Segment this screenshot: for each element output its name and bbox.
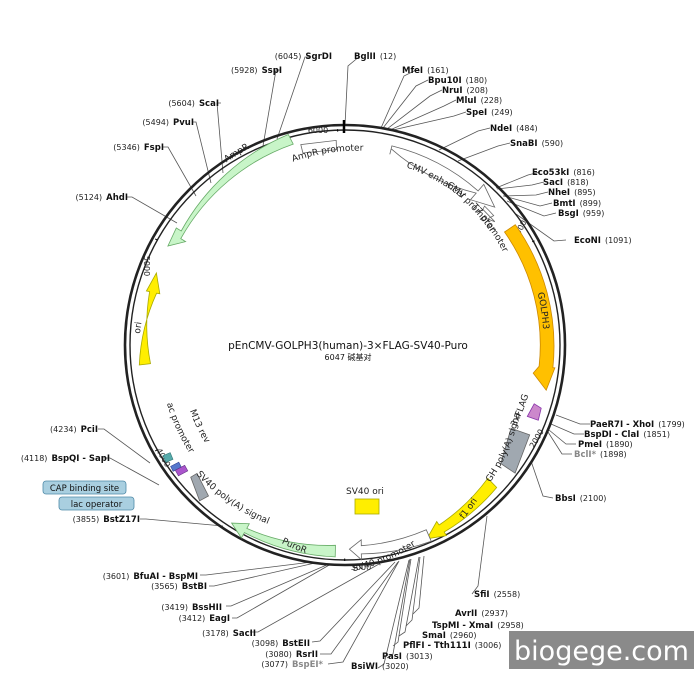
watermark-background bbox=[509, 631, 694, 669]
site-eagi[interactable]: (3412)EagI bbox=[179, 614, 230, 624]
site-smai[interactable]: SmaI(2960) bbox=[422, 631, 477, 641]
watermark-text: biogege.com bbox=[514, 636, 689, 667]
site-pflfi-tth111i[interactable]: PflFI - Tth111I(3006) bbox=[403, 641, 501, 651]
tick-mark-4000 bbox=[154, 449, 158, 452]
site-pcii[interactable]: (4234)PciI bbox=[50, 425, 98, 435]
site-bsgi[interactable]: BsgI(959) bbox=[558, 209, 604, 219]
svg-text:M13 rev: M13 rev bbox=[187, 408, 212, 445]
site-bcli[interactable]: BclI*(1898) bbox=[574, 450, 627, 460]
m13-rev-label: M13 rev bbox=[187, 408, 212, 445]
svg-text:T7 promoter: T7 promoter bbox=[469, 201, 510, 254]
bgh-polya-feature[interactable] bbox=[500, 427, 531, 474]
tick-label-3000: 3000 bbox=[351, 563, 371, 572]
svg-text:SV40 poly(A) signal: SV40 poly(A) signal bbox=[194, 469, 271, 526]
annotation-lines bbox=[98, 55, 590, 669]
tick-mark-1000 bbox=[532, 240, 535, 243]
site-sgrdi[interactable]: (6045)SgrDI bbox=[275, 52, 332, 62]
ampr-feature[interactable] bbox=[167, 133, 294, 247]
site-ahdi[interactable]: (5124)AhdI bbox=[76, 193, 129, 203]
ori-label: ori bbox=[133, 321, 144, 334]
ori-feature[interactable] bbox=[138, 271, 161, 366]
plasmid-name: pEnCMV-GOLPH3(human)-3×FLAG-SV40-Puro bbox=[228, 340, 468, 352]
golph3-feature[interactable] bbox=[503, 224, 556, 392]
site-bsshii[interactable]: (3419)BssHII bbox=[161, 603, 222, 613]
sv40-polya-feature[interactable] bbox=[190, 472, 210, 502]
site-nhei[interactable]: NheI(895) bbox=[548, 188, 596, 198]
features bbox=[138, 133, 556, 561]
site-pasi[interactable]: PasI(3013) bbox=[382, 652, 433, 662]
lac-operator-feature[interactable] bbox=[174, 464, 189, 477]
tick-mark-5000 bbox=[154, 238, 158, 241]
site-bbsi[interactable]: BbsI(2100) bbox=[555, 494, 606, 504]
t7-promoter-label: T7 promoter bbox=[469, 201, 510, 254]
site-mlui[interactable]: MluI(228) bbox=[456, 96, 502, 106]
site-spei[interactable]: SpeI(249) bbox=[466, 108, 513, 118]
tick-label-6000: 6000 bbox=[308, 126, 328, 135]
site-bstz17i[interactable]: (3855)BstZ17I bbox=[73, 515, 140, 525]
3xflag-feature[interactable] bbox=[526, 403, 542, 421]
site-fspi[interactable]: (5346)FspI bbox=[113, 143, 164, 153]
puror-feature[interactable] bbox=[230, 522, 336, 558]
lac-operator-label: lac operator bbox=[71, 500, 123, 510]
sv40-ori-feature[interactable] bbox=[354, 498, 380, 515]
site-bpu10i[interactable]: Bpu10I(180) bbox=[428, 76, 487, 86]
sv40-promoter-feature[interactable] bbox=[348, 529, 432, 561]
site-bglii[interactable]: BglII(12) bbox=[354, 52, 396, 62]
site-avrii[interactable]: AvrII(2937) bbox=[455, 609, 508, 619]
site-sacii[interactable]: (3178)SacII bbox=[202, 629, 256, 639]
f1-ori-feature[interactable] bbox=[426, 477, 498, 540]
site-bspdi-clai[interactable]: BspDI - ClaI(1851) bbox=[584, 430, 670, 440]
lac-promoter-feature[interactable] bbox=[162, 452, 174, 463]
svg-text:ori: ori bbox=[133, 321, 144, 334]
site-bfuai-bspmi[interactable]: (3601)BfuAI - BspMI bbox=[103, 572, 198, 582]
site-sfii[interactable]: SfiI(2558) bbox=[474, 590, 520, 600]
site-bmti[interactable]: BmtI(899) bbox=[553, 199, 601, 209]
site-tspmi-xmai[interactable]: TspMI - XmaI(2958) bbox=[432, 621, 524, 631]
cmv-enhancer-feature[interactable] bbox=[389, 145, 496, 208]
t7-promoter-feature[interactable] bbox=[482, 205, 496, 223]
site-snabi[interactable]: SnaBI(590) bbox=[510, 139, 563, 149]
site-bsiwi[interactable]: BsiWI(3020) bbox=[351, 662, 409, 672]
ampr-promoter-feature[interactable] bbox=[300, 139, 337, 154]
site-bspqi-sapi[interactable]: (4118)BspQI - SapI bbox=[21, 454, 110, 464]
legend-boxes: CAP binding site lac operator bbox=[42, 480, 135, 511]
plasmid-title-block: pEnCMV-GOLPH3(human)-3×FLAG-SV40-Puro 60… bbox=[228, 340, 468, 362]
site-bsteii[interactable]: (3098)BstEII bbox=[252, 639, 310, 649]
lac-promoter-label: lac promoter bbox=[0, 0, 196, 455]
site-econi[interactable]: EcoNI(1091) bbox=[574, 236, 632, 246]
plasmid-size: 6047 碱基对 bbox=[325, 352, 372, 362]
site-eco53ki[interactable]: Eco53kI(816) bbox=[532, 168, 595, 178]
site-nrui[interactable]: NruI(208) bbox=[442, 86, 488, 96]
site-paer7i-xhoi[interactable]: PaeR7I - XhoI(1799) bbox=[590, 420, 685, 430]
site-labels-right: BglII(12) MfeI(161) Bpu10I(180) NruI(208… bbox=[351, 52, 685, 672]
site-scai[interactable]: (5604)ScaI bbox=[168, 99, 219, 109]
site-labels-left: (3077)BspEI* (3080)RsrII (3098)BstEII (3… bbox=[21, 52, 332, 670]
svg-text:lac promoter: lac promoter bbox=[0, 0, 196, 455]
tick-label-5000: 5000 bbox=[142, 256, 151, 276]
site-saci[interactable]: SacI(818) bbox=[543, 178, 589, 188]
site-pvui[interactable]: (5494)PvuI bbox=[142, 118, 194, 128]
site-ndei[interactable]: NdeI(484) bbox=[490, 124, 538, 134]
site-mfei[interactable]: MfeI(161) bbox=[402, 66, 449, 76]
sv40-ori-label: SV40 ori bbox=[346, 487, 384, 497]
site-bstbi[interactable]: (3565)BstBI bbox=[151, 582, 207, 592]
sv40-polya-label: SV40 poly(A) signal bbox=[194, 469, 271, 526]
site-sspi[interactable]: (5928)SspI bbox=[231, 66, 282, 76]
lac-operator-box[interactable] bbox=[58, 496, 135, 511]
cap-binding-site-label: CAP binding site bbox=[50, 484, 119, 494]
site-pmei[interactable]: PmeI(1890) bbox=[578, 440, 633, 450]
site-bspei[interactable]: (3077)BspEI* bbox=[261, 660, 323, 670]
cap-binding-site-box[interactable] bbox=[42, 480, 127, 495]
watermark: biogege.com bbox=[509, 631, 694, 669]
site-rsrii[interactable]: (3080)RsrII bbox=[265, 650, 318, 660]
